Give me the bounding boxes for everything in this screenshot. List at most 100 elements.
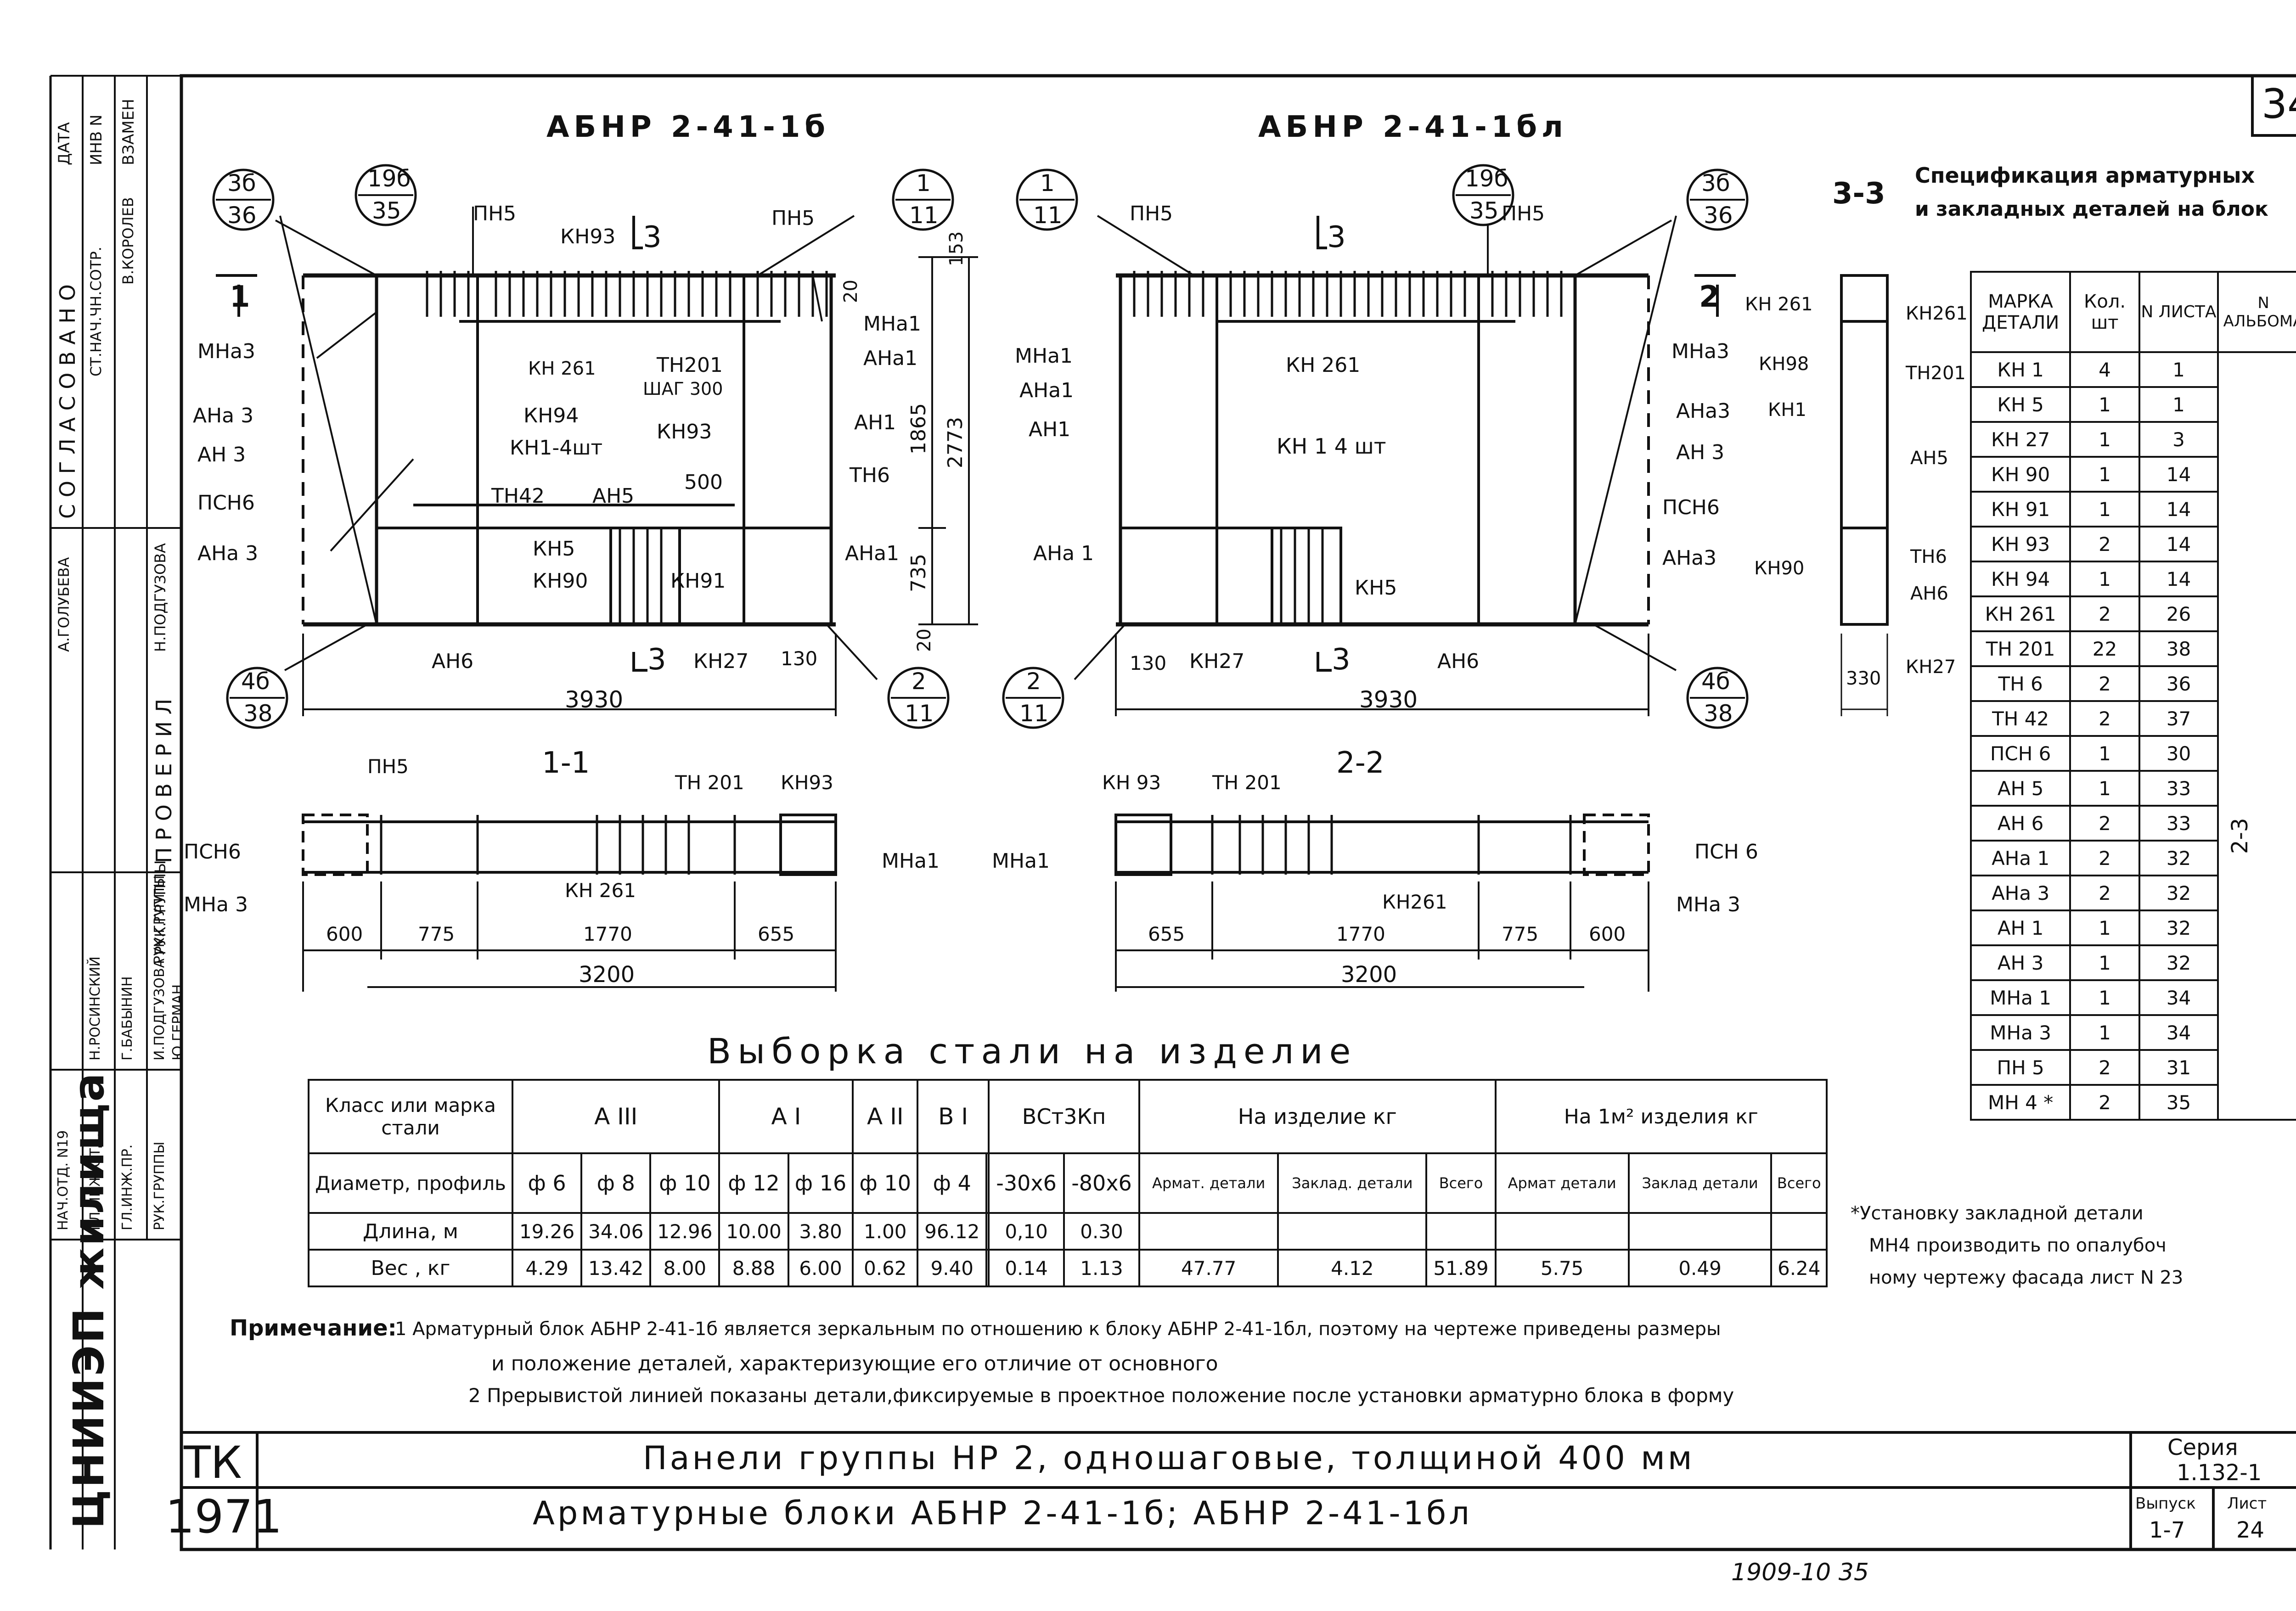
callout-top: 2	[912, 668, 926, 695]
section-mark: 3	[647, 643, 666, 677]
rebar-label: ТН201	[657, 354, 723, 377]
spec-qty: 22	[2069, 630, 2140, 667]
length-label: Длина, м	[308, 1212, 513, 1251]
spec-mark: АНа 1	[1970, 840, 2071, 876]
spec-sheet: 37	[2138, 700, 2219, 737]
rebar-label: КН93	[560, 225, 616, 248]
dimension-value: 20	[914, 629, 935, 652]
rebar-label: КН261	[1906, 303, 1968, 324]
rebar-label: ПН5	[367, 755, 409, 778]
length-cell	[1494, 1212, 1630, 1251]
weight-cell: 6.00	[787, 1249, 854, 1287]
rebar-label: ТН 201	[1212, 771, 1282, 794]
callout-bottom: 35	[372, 197, 401, 224]
rebar-label: ПН5	[771, 207, 815, 230]
spec-sheet: 38	[2138, 630, 2219, 667]
dimension-value: 775	[1502, 923, 1539, 945]
steel-group: А II	[852, 1079, 919, 1154]
spec-sheet: 26	[2138, 595, 2219, 632]
side-role: ГЛ.ИНЖ.ОТД.	[87, 1133, 103, 1230]
rebar-label: КН90	[1754, 558, 1805, 579]
spec-header: N ЛИСТА	[2138, 271, 2219, 353]
spec-sheet: 3	[2138, 421, 2219, 458]
weight-cell: 8.88	[718, 1249, 789, 1287]
spec-qty: 2	[2069, 526, 2140, 562]
weight-cell: 4.29	[511, 1249, 583, 1287]
spec-sheet: 35	[2138, 1084, 2219, 1121]
spec-qty: 2	[2069, 805, 2140, 842]
rebar-label: КН27	[1906, 657, 1956, 678]
length-cell	[1138, 1212, 1279, 1251]
archive-stamp: 1909-10 35	[1731, 1559, 1869, 1586]
dimension-value: 1770	[583, 923, 632, 945]
callout-bottom: 36	[227, 202, 257, 229]
weight-cell: 6.24	[1770, 1249, 1828, 1287]
dimension-value: 655	[1148, 923, 1185, 945]
spec-sheet: 32	[2138, 944, 2219, 981]
rebar-label: КН93	[781, 771, 833, 794]
sheet-value: 24	[2236, 1517, 2265, 1543]
rebar-label: АН5	[592, 484, 635, 508]
diameter-cell	[985, 1152, 990, 1214]
sheet-label: Лист	[2227, 1494, 2267, 1513]
length-cell	[1277, 1212, 1428, 1251]
length-cell	[1770, 1212, 1828, 1251]
rebar-label: АН6	[1437, 650, 1480, 673]
spec-qty: 1	[2069, 491, 2140, 528]
spec-mark: КН 5	[1970, 386, 2071, 423]
callout-top: 19б	[1465, 165, 1508, 192]
spec-qty: 1	[2069, 456, 2140, 493]
length-cell: 3.80	[787, 1212, 854, 1251]
rebar-label: АН 3	[197, 443, 246, 466]
dimension-value: 655	[758, 923, 795, 945]
side-header: ИНВ N	[87, 114, 106, 165]
subheader-cell: Всего	[1425, 1152, 1497, 1214]
rebar-label: МНа3	[197, 340, 256, 363]
spec-qty: 1	[2069, 1014, 2140, 1051]
dimension-value: 1865	[907, 403, 930, 455]
rebar-label: КН 93	[1102, 771, 1161, 794]
diameter-cell: ф 10	[852, 1152, 919, 1214]
spec-sheet: 14	[2138, 456, 2219, 493]
callout-top: 4б	[241, 668, 270, 695]
steel-group: ВСт3Кп	[988, 1079, 1140, 1154]
callout-top: 3б	[227, 170, 256, 196]
rebar-label: ТН 201	[675, 771, 744, 794]
spec-qty: 2	[2069, 875, 2140, 911]
spec-table: МАРКА ДЕТАЛИ Кол. шт N ЛИСТА N АЛЬБОМА К…	[1970, 271, 2296, 1121]
spec-qty: 2	[2069, 1049, 2140, 1086]
subheader-cell: Армат. детали	[1138, 1152, 1279, 1214]
weight-cell: 9.40	[917, 1249, 988, 1287]
callout-top: 4б	[1701, 668, 1730, 695]
diameter-cell: ф 8	[580, 1152, 652, 1214]
side-name: И.ПОДГУЗОВА	[152, 958, 168, 1061]
section-mark: 3	[1332, 643, 1351, 677]
spec-qty: 2	[2069, 700, 2140, 737]
diameter-cell: -80х6	[1063, 1152, 1140, 1214]
spec-qty: 1	[2069, 735, 2140, 772]
rebar-label: ТН42	[491, 484, 545, 508]
spec-sheet: 33	[2138, 770, 2219, 807]
spec-qty: 2	[2069, 840, 2140, 876]
spec-qty: 1	[2069, 770, 2140, 807]
subheader-cell: Заклад. детали	[1277, 1152, 1428, 1214]
spec-mark: КН 90	[1970, 456, 2071, 493]
length-cell	[985, 1212, 990, 1251]
spec-sheet: 14	[2138, 526, 2219, 562]
rebar-label: ПСН6	[184, 840, 241, 864]
rebar-label: ТН201	[1906, 363, 1966, 384]
spec-sheet: 33	[2138, 805, 2219, 842]
weight-cell: 51.89	[1425, 1249, 1497, 1287]
side-name: СТ.НАЧ.ЧН.СОТР.	[87, 247, 105, 376]
rebar-label: АНа 1	[1033, 542, 1094, 565]
rebar-label: АНа1	[1019, 379, 1074, 402]
spec-footnote: МН4 производить по опалубоч	[1869, 1235, 2167, 1256]
rebar-label: ПН5	[1130, 202, 1173, 225]
spec-mark: МНа 3	[1970, 1014, 2071, 1051]
